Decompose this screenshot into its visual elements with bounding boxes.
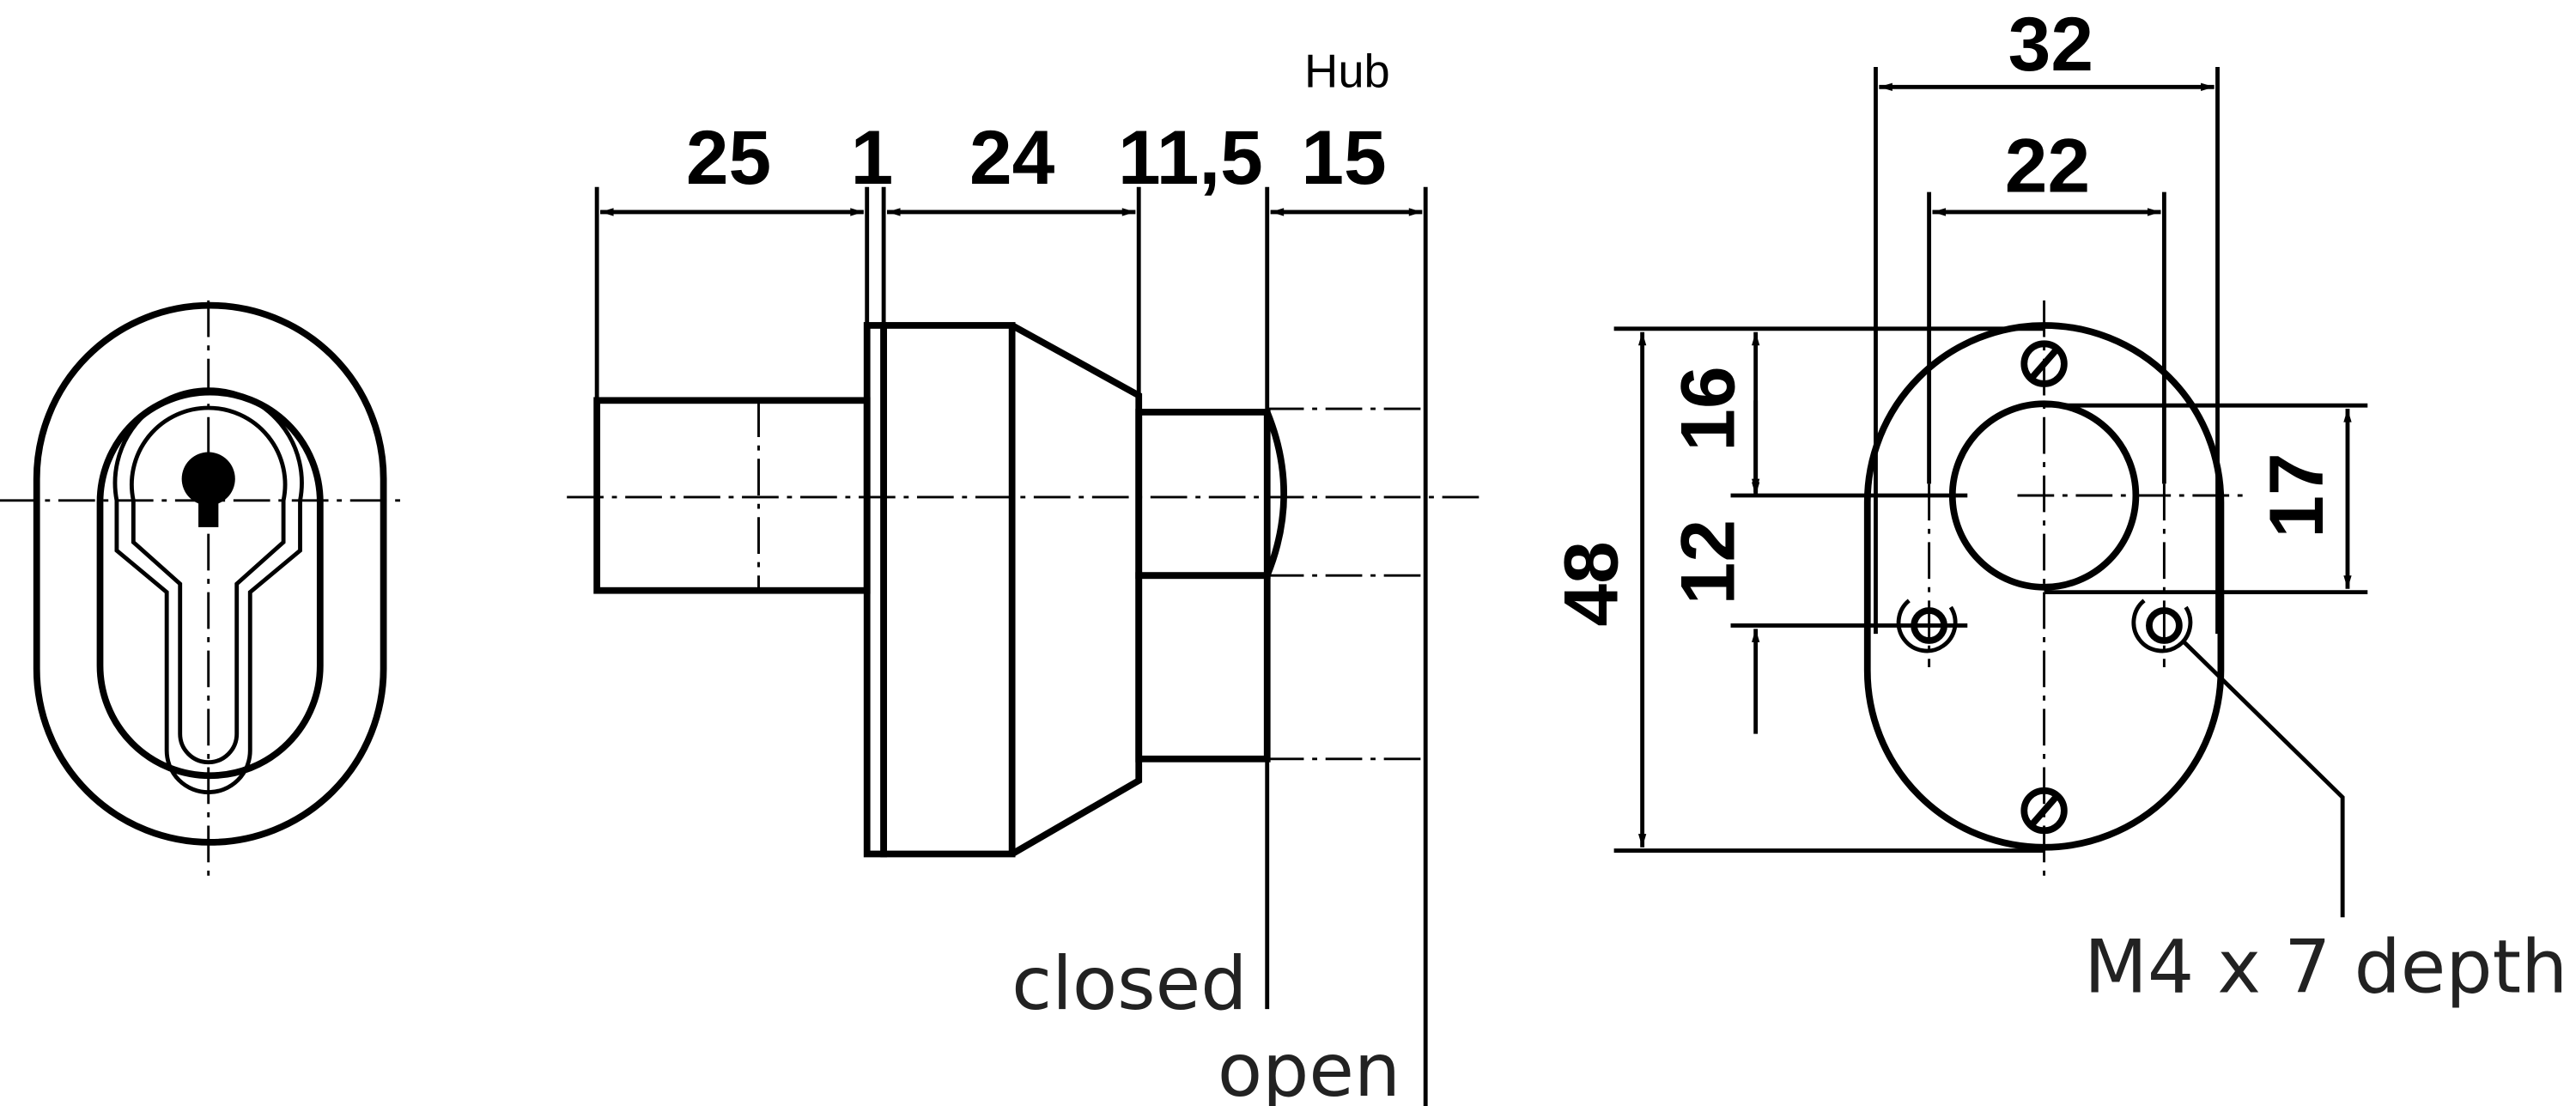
thread-note: M4 x 7 depth xyxy=(2084,926,2567,1011)
dim-15: 15 xyxy=(1301,114,1386,200)
dim-48: 48 xyxy=(1547,541,1633,626)
dim-24: 24 xyxy=(969,114,1055,200)
hub-label: Hub xyxy=(1304,45,1390,97)
dim-22: 22 xyxy=(2005,123,2090,209)
closed-label: closed xyxy=(1012,942,1247,1027)
open-label: open xyxy=(1218,1029,1400,1106)
side-view-lock: 25 1 24 11,5 15 Hub closed open xyxy=(567,45,1485,1106)
dim-17: 17 xyxy=(2253,453,2339,538)
front-view-escutcheon xyxy=(0,300,409,884)
plate-view: 32 22 48 16 12 17 M4 x 7 depth xyxy=(1547,1,2567,1011)
dim-16: 16 xyxy=(1664,366,1750,451)
dim-32: 32 xyxy=(2008,1,2093,87)
dim-12: 12 xyxy=(1664,520,1750,605)
dim-1: 1 xyxy=(851,114,894,200)
dim-25: 25 xyxy=(686,114,771,200)
tapped-hole-icon xyxy=(2131,599,2193,653)
dim-11-5: 11,5 xyxy=(1118,114,1263,200)
